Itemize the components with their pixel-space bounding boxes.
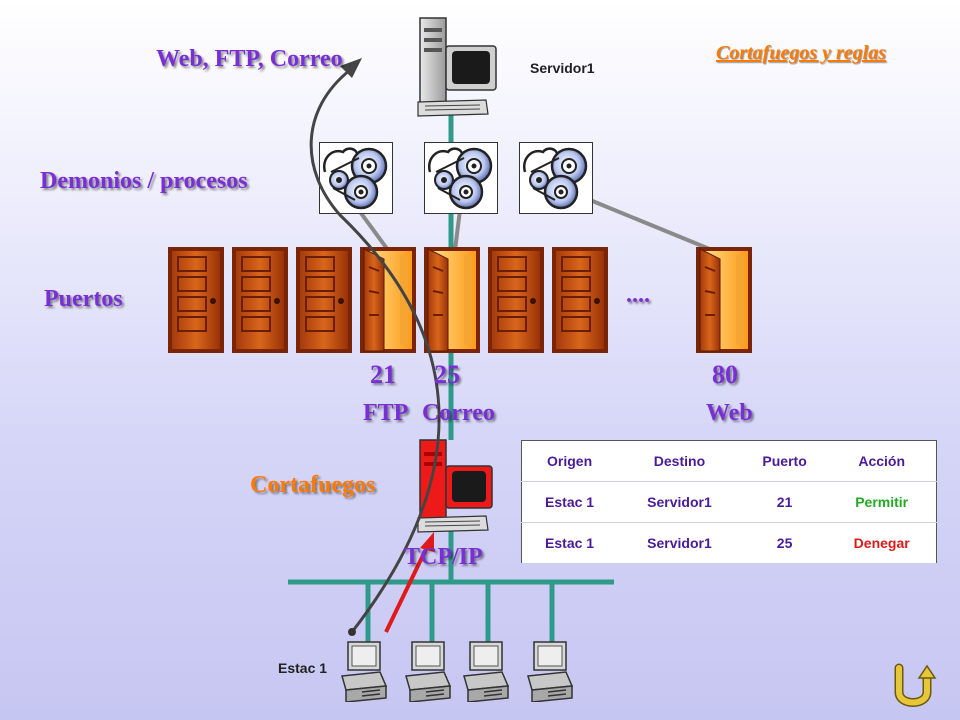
door-icon-7 <box>552 247 608 353</box>
table-row: Estac 1 Servidor1 21 Permitir <box>521 481 937 523</box>
station-label: Estac 1 <box>278 660 328 676</box>
tcpip-label: TCP/IP <box>404 544 483 570</box>
cell-puerto: 21 <box>741 481 828 523</box>
services-label: Web, FTP, Correo <box>156 46 343 72</box>
column-header-accion: Acción <box>827 440 937 482</box>
return-arrow-icon[interactable] <box>893 662 939 710</box>
column-header-origen: Origen <box>521 440 618 482</box>
door-icon-6 <box>488 247 544 353</box>
workstation-icon-3 <box>463 641 509 702</box>
door-icon-2 <box>232 247 288 353</box>
daemon-reel-icon-mail <box>424 142 498 214</box>
workstation-icon-estac-1 <box>341 641 387 702</box>
cell-origen: Estac 1 <box>521 522 618 564</box>
allowed-traffic-arrowhead <box>340 58 362 78</box>
cell-destino: Servidor1 <box>617 522 742 564</box>
firewall-label: Cortafuegos <box>250 472 376 498</box>
server-computer-icon <box>417 17 497 117</box>
firewall-computer-icon <box>417 439 493 533</box>
port-number-21: 21 <box>370 360 396 389</box>
column-header-puerto: Puerto <box>741 440 828 482</box>
door-icon-port-25 <box>424 247 480 353</box>
column-header-destino: Destino <box>617 440 742 482</box>
port-service-web: Web <box>706 400 753 426</box>
daemon-reel-icon-web <box>519 142 593 214</box>
blocked-traffic-arrowhead <box>420 532 434 552</box>
ports-ellipsis: .... <box>626 282 650 308</box>
port-service-ftp: FTP <box>363 400 409 426</box>
blocked-traffic-arrow <box>384 544 430 633</box>
cell-accion-denegar: Denegar <box>827 522 937 564</box>
table-row: Estac 1 Servidor1 25 Denegar <box>521 522 937 564</box>
title-link[interactable]: Cortafuegos y reglas <box>716 42 886 64</box>
table-header-row: Origen Destino Puerto Acción <box>521 440 937 482</box>
port-number-25: 25 <box>434 360 460 389</box>
cell-origen: Estac 1 <box>521 481 618 523</box>
daemon-port-link-mail <box>453 209 462 251</box>
firewall-rules-table: Origen Destino Puerto Acción Estac 1 Ser… <box>521 440 937 564</box>
traffic-origin-dot <box>348 628 356 636</box>
workstation-icon-2 <box>405 641 451 702</box>
workstation-icon-4 <box>527 641 573 702</box>
allowed-traffic-arrow <box>309 68 441 633</box>
daemons-label: Demonios / procesos <box>40 168 248 194</box>
door-icon-3 <box>296 247 352 353</box>
cell-puerto: 25 <box>741 522 828 564</box>
port-number-80: 80 <box>712 360 738 389</box>
ports-label: Puertos <box>44 286 123 312</box>
server-label: Servidor1 <box>530 60 595 76</box>
cell-accion-permitir: Permitir <box>827 481 937 523</box>
door-icon-1 <box>168 247 224 353</box>
cell-destino: Servidor1 <box>617 481 742 523</box>
port-service-correo: Correo <box>422 400 495 426</box>
door-icon-port-80 <box>696 247 752 353</box>
daemon-port-link-web <box>589 198 713 252</box>
